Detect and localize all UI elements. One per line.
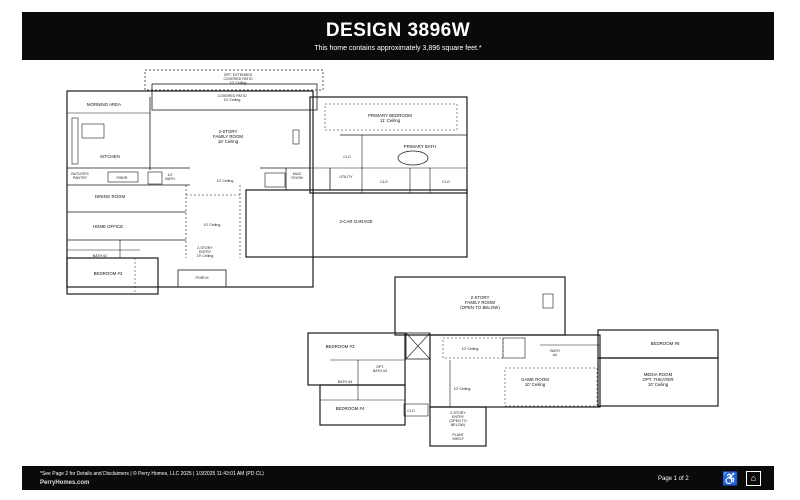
disclaimer-text: *See Page 2 for Details and Disclaimers … [40,471,264,477]
porch-label: PORCH [196,276,209,280]
gallery-ceiling-label: 10' Ceiling [217,179,234,183]
porch-outline [177,269,227,288]
garage-label: 3-CAR GARAGE [339,219,372,224]
dining-room-label: DINING ROOM [95,194,126,199]
bedroom2-label: BEDROOM #2 [94,271,123,276]
opt-extended-patio-outline [144,69,324,91]
clo-label-b: CLO [380,180,388,184]
page-indicator: Page 1 of 2 [658,476,689,482]
primary-bath-label: PRIMARY BATH [404,144,436,149]
equal-housing-icon: ⌂ [746,471,761,486]
design-header: DESIGN 3896W This home contains approxim… [22,12,774,60]
upper-clo-label: CLO [407,409,415,413]
primary-suite-outline [309,96,468,194]
bedroom4-outline [319,384,406,426]
morning-area-label: MORNING AREA [87,102,121,107]
bath2-label: BATH #2 [93,254,107,258]
disclaimer-footer: *See Page 2 for Details and Disclaimers … [22,466,774,490]
clo-label-c: CLO [442,180,450,184]
garage-outline [245,189,468,258]
utility-label: UTILITY [339,175,353,179]
opt-bath3-label: OPT.BATH #3 [373,365,387,373]
bedroom4-label: BEDROOM #4 [336,406,365,411]
upper-ceiling-label: 10' Ceiling [462,347,479,351]
hall-ceiling-label: 10' Ceiling [204,223,221,227]
kitchen-label: KITCHEN [100,154,119,159]
bath3-label: BATH #3 [338,380,352,384]
clo-label-a: CLO [343,155,351,159]
pwdr-label: PWDR [117,176,128,180]
home-office-label: HOME OFFICE [93,224,124,229]
brand-url[interactable]: PerryHomes.com [40,480,90,486]
bedroom5-label: BEDROOM #5 [651,341,680,346]
entry-below-outline [429,406,487,447]
square-footage-note: This home contains approximately 3,896 s… [314,45,482,52]
upper-hall-ceiling-label: 10' Ceiling [454,387,471,391]
design-title: DESIGN 3896W [325,20,471,41]
bedroom3-label: BEDROOM #3 [326,344,355,349]
bedroom3-outline [307,332,406,386]
wheelchair-icon: ♿ [722,471,739,486]
bath4-label: BATH#4 [550,349,560,357]
second-floor-center-outline [429,334,601,408]
media-room-outline [597,357,719,407]
bedroom2-outline [66,257,159,295]
